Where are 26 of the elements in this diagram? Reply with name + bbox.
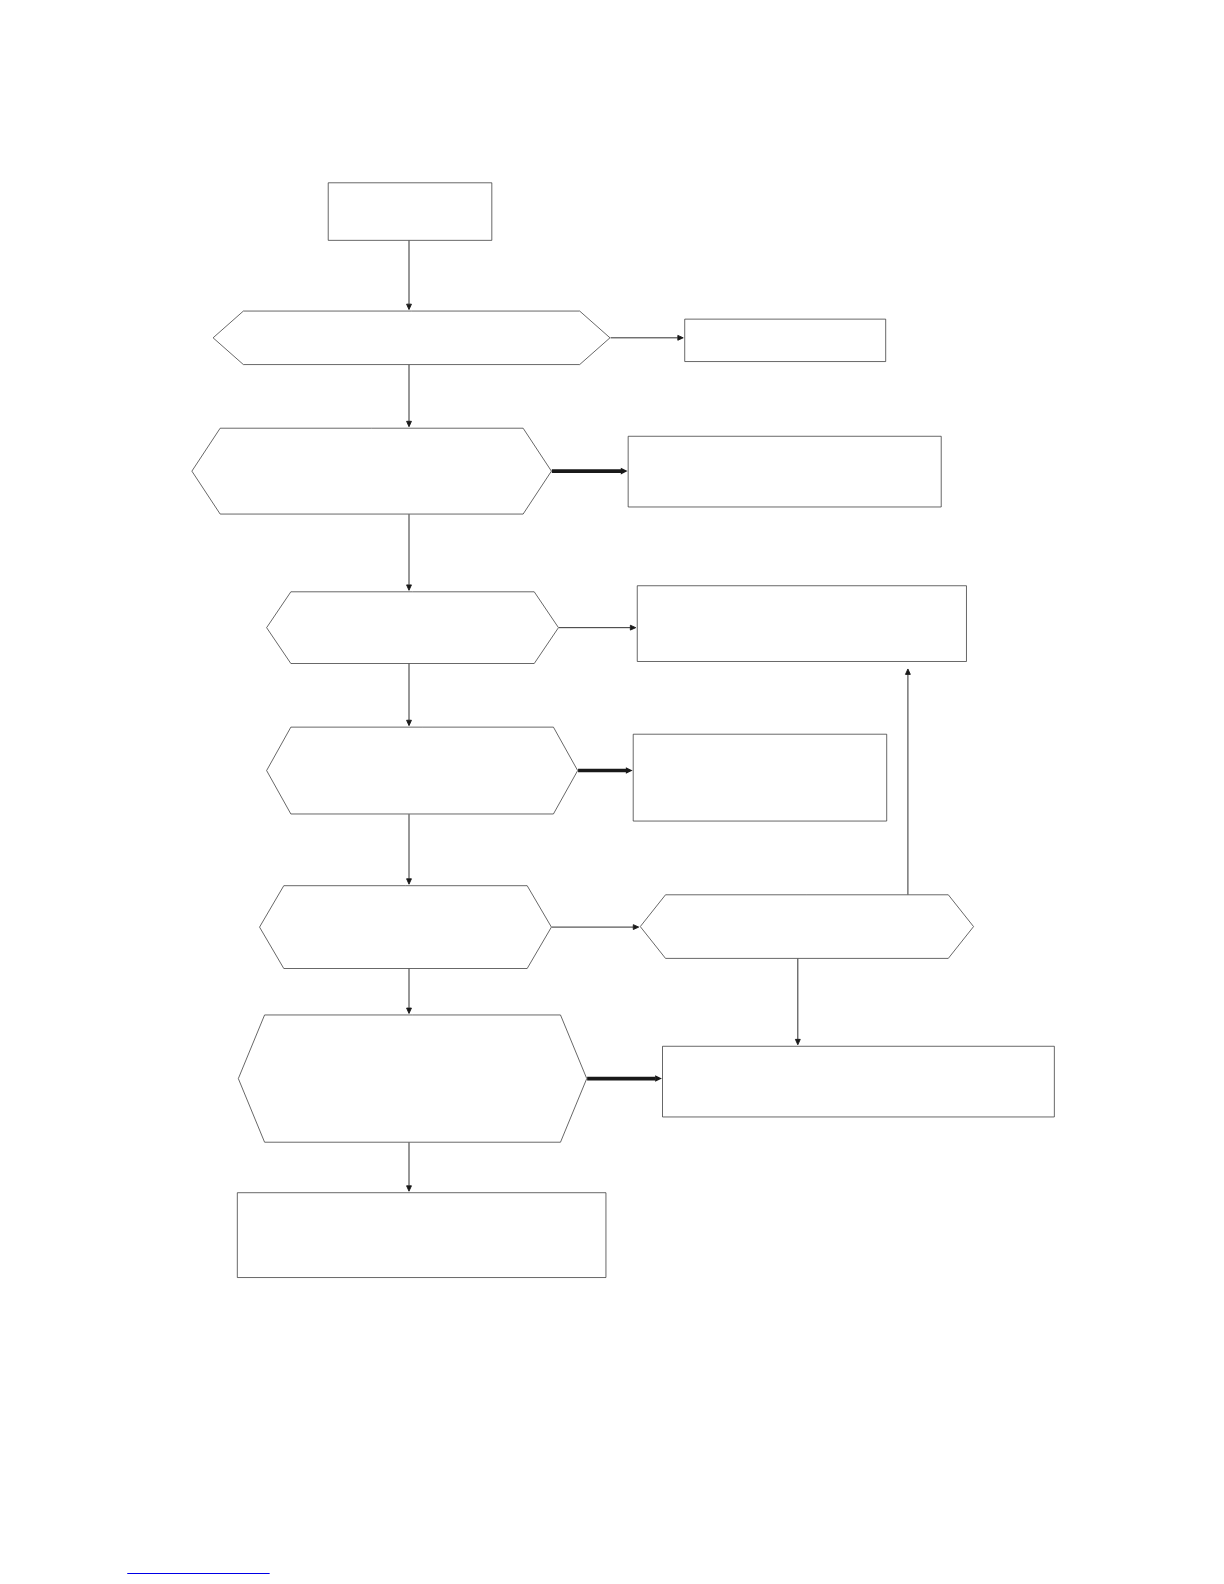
process-box bbox=[632, 733, 888, 822]
hexagon-box bbox=[266, 726, 578, 815]
arrow bbox=[610, 334, 684, 341]
process-box bbox=[327, 182, 493, 241]
arrow bbox=[905, 668, 911, 895]
hexagon-box bbox=[238, 1014, 588, 1143]
arrow bbox=[406, 968, 412, 1014]
arrow bbox=[406, 364, 412, 428]
process-box bbox=[627, 435, 942, 508]
arrow bbox=[406, 813, 412, 885]
arrow bbox=[406, 513, 412, 591]
hexagon-box bbox=[639, 894, 974, 959]
hexagon-box bbox=[212, 310, 611, 365]
arrow bbox=[406, 1142, 412, 1192]
arrow bbox=[406, 663, 412, 727]
process-box bbox=[636, 585, 967, 662]
arrow bbox=[551, 924, 640, 930]
arrow bbox=[406, 240, 412, 310]
arrow bbox=[794, 958, 801, 1046]
arrow bbox=[558, 624, 637, 631]
hexagon-box bbox=[191, 427, 552, 515]
hexagon-box bbox=[259, 885, 552, 969]
process-box bbox=[684, 318, 887, 362]
process-box bbox=[237, 1192, 607, 1278]
process-box bbox=[662, 1045, 1055, 1118]
hexagon-box bbox=[266, 591, 559, 664]
